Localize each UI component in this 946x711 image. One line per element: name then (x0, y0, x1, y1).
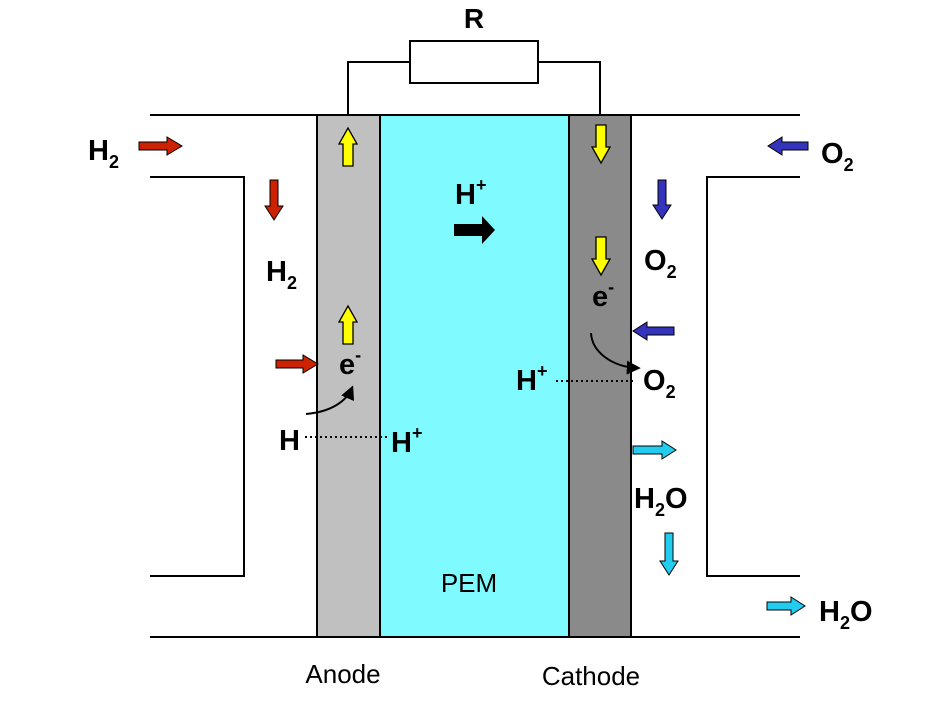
proton-flow-arrow (454, 216, 495, 244)
dotted-connectors (305, 380, 635, 438)
pem-layer (379, 114, 570, 638)
h2o-channel-arrow (659, 532, 679, 576)
o2-reaction-label: O2 (643, 365, 676, 402)
cell-housing (150, 114, 800, 638)
cathode-electron-label: e- (592, 277, 614, 313)
resistor (409, 40, 539, 84)
o2-electrode-arrow (632, 321, 675, 341)
cathode-layer (568, 114, 632, 638)
cathode-label: Cathode (542, 661, 640, 691)
external-circuit (347, 40, 601, 115)
cathode-electron-arrow-mid (590, 236, 612, 277)
o2-channel-label: O2 (644, 245, 677, 282)
anode-electron-arrow-top (337, 126, 359, 167)
cathode-electron-arrow-top (590, 124, 612, 165)
h2-channel-label: H2 (266, 256, 297, 293)
anode-electron-label: e- (339, 345, 361, 381)
h2o-outlet-arrow (766, 596, 806, 616)
anode-label: Anode (305, 659, 380, 689)
o2-inlet-arrow (767, 136, 809, 156)
hydrogen-atom-label: H (279, 425, 300, 457)
h2o-electrode-arrow (632, 440, 677, 460)
resistor-label: R (464, 3, 484, 34)
anode-electron-arrow-mid (337, 304, 359, 345)
cathode-proton-label: H+ (516, 361, 547, 397)
anode-proton-label: H+ (391, 423, 422, 459)
electron-arrows (337, 124, 612, 345)
h2-inlet-arrow (138, 136, 183, 156)
h2o-outlet-label: H2O (819, 596, 873, 633)
h2-inlet-label: H2 (88, 135, 119, 172)
anode-electron-curve (305, 385, 355, 415)
pem-proton-label: H+ (455, 175, 486, 211)
anode-layer (316, 114, 381, 638)
water-arrows (632, 440, 806, 616)
o2-channel-arrow (652, 179, 672, 220)
h2-electrode-arrow (275, 354, 319, 374)
h2-channel-arrow (264, 179, 284, 221)
cathode-electron-curve (590, 332, 641, 375)
o2-inlet-label: O2 (821, 138, 854, 175)
oxygen-arrows (632, 136, 809, 341)
pem-label: PEM (441, 568, 497, 598)
h2o-product-label: H2O (634, 483, 688, 520)
hydrogen-arrows (138, 136, 319, 374)
